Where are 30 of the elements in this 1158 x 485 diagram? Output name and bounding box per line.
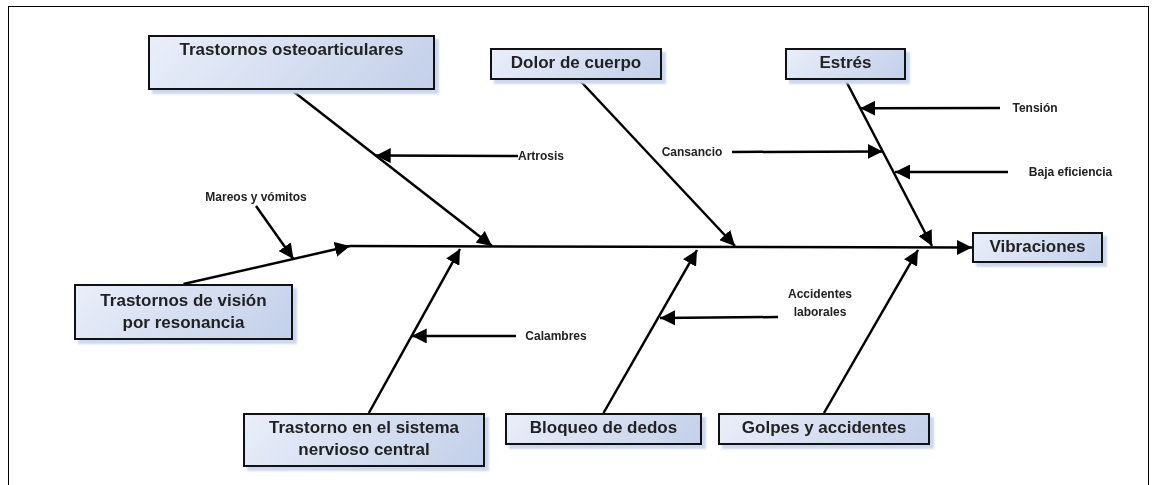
cause-box: Bloqueo de dedos [505, 413, 702, 445]
subcause-label: Calambres [516, 327, 596, 345]
bone-arrow [578, 79, 736, 247]
subcause-label: Baja eficiencia [1008, 163, 1133, 181]
effect-box: Vibraciones [972, 232, 1103, 263]
bone-arrow [844, 79, 934, 247]
arrow [732, 143, 883, 159]
subcause-label: Tensión [1000, 99, 1070, 117]
subcause-label: Mareos y vómitos [183, 188, 329, 206]
cause-box: Estrés [785, 48, 906, 80]
arrow [411, 328, 516, 344]
bone-arrow [602, 249, 699, 414]
spine-arrow [350, 239, 972, 255]
cause-box: Dolor de cuerpo [490, 48, 662, 80]
arrow [660, 310, 778, 326]
cause-box: Trastornos de visión por resonancia [74, 284, 293, 340]
bone-arrow [367, 248, 462, 414]
subcause-label: Accidentes laborales [778, 285, 862, 325]
cause-box: Trastorno en el sistema nervioso central [243, 413, 485, 467]
cause-box: Golpes y accidentes [718, 413, 930, 445]
subcause-label: Cansancio [652, 143, 732, 161]
arrow [860, 100, 1000, 116]
arrow [375, 148, 518, 164]
cause-box: Trastornos osteoarticulares [148, 35, 435, 90]
bone-arrow [290, 89, 493, 247]
arrow [895, 164, 1008, 180]
bone-arrow [822, 249, 920, 414]
bone-arrow [183, 242, 351, 286]
arrow [254, 205, 295, 260]
subcause-label: Artrosis [518, 147, 564, 165]
